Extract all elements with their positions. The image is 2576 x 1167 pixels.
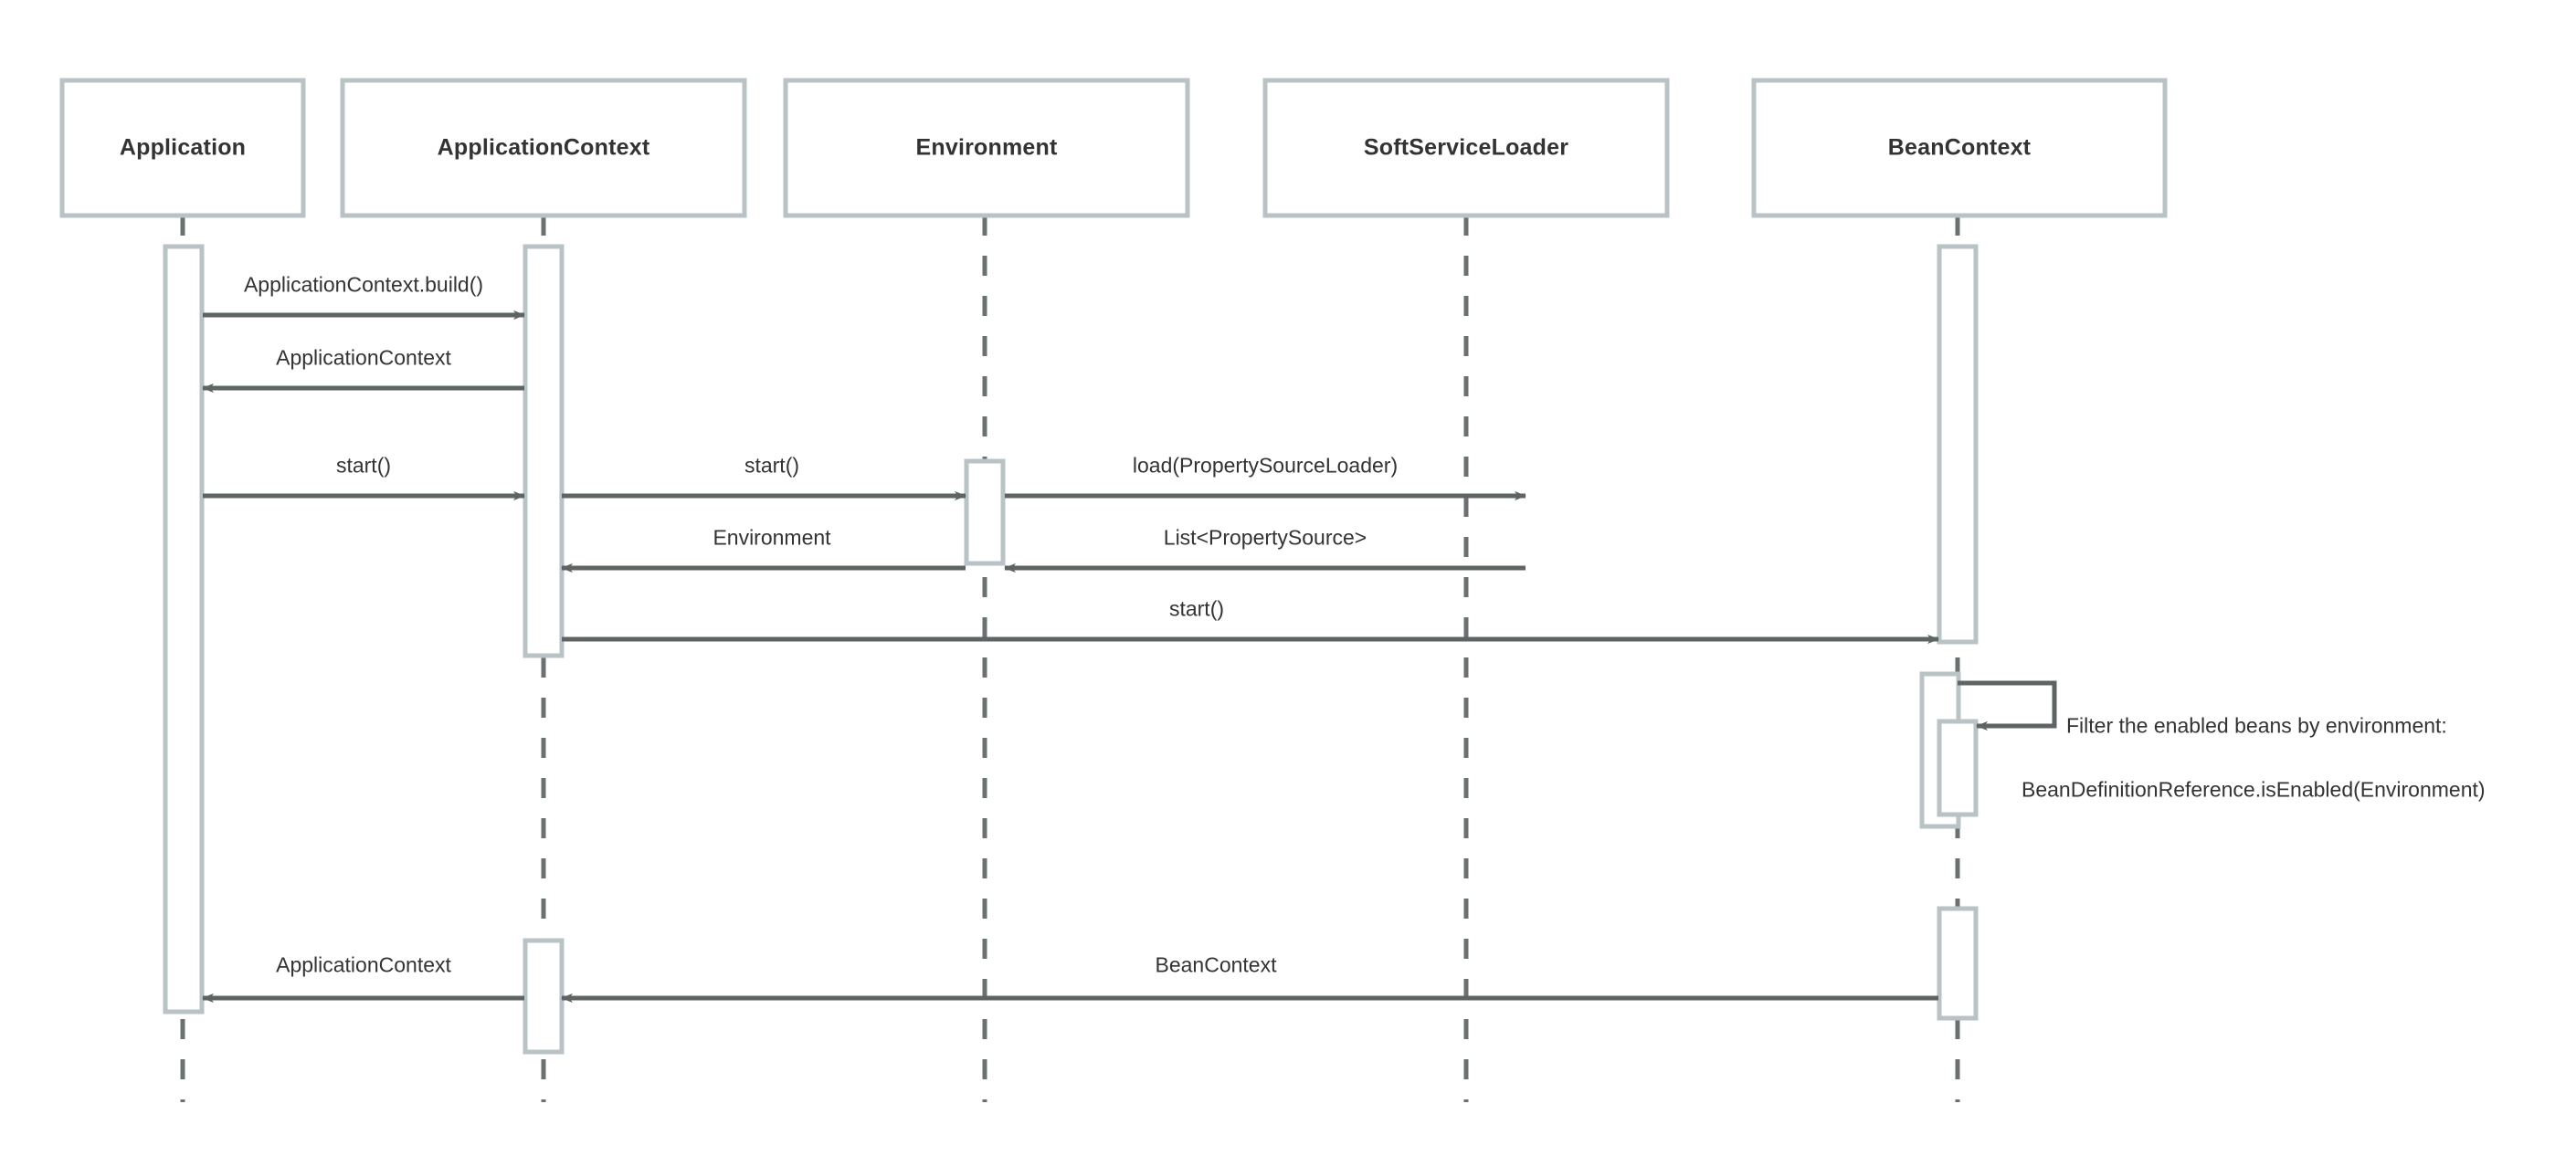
activation-bar bbox=[163, 244, 205, 1015]
message-label-m3: start() bbox=[335, 453, 392, 478]
message-label-m2: ApplicationContext bbox=[276, 345, 451, 370]
activation-bar bbox=[1937, 244, 1979, 645]
message-label-m5: load(PropertySourceLoader) bbox=[1132, 453, 1399, 478]
activation-bar bbox=[523, 244, 565, 658]
self-message-note-line: Filter the enabled beans by environment: bbox=[2066, 713, 2447, 738]
activation-bar bbox=[1937, 719, 1979, 817]
message-label-m9: ApplicationContext bbox=[276, 952, 451, 977]
activation-bar bbox=[1937, 906, 1979, 1021]
activation-bar bbox=[523, 938, 565, 1055]
participant-box-applicationcontext[interactable] bbox=[340, 78, 747, 218]
message-label-m10: BeanContext bbox=[1155, 952, 1277, 977]
participant-label-applicationcontext: ApplicationContext bbox=[437, 134, 650, 161]
activation-bar bbox=[964, 458, 1006, 566]
participant-box-application[interactable] bbox=[59, 78, 306, 218]
participant-label-beancontext: BeanContext bbox=[1887, 134, 2032, 161]
participant-box-beancontext[interactable] bbox=[1751, 78, 2168, 218]
participant-box-environment[interactable] bbox=[783, 78, 1190, 218]
participant-label-application: Application bbox=[119, 134, 247, 161]
self-message-arrow[interactable] bbox=[1958, 680, 2057, 731]
message-label-m8: start() bbox=[1168, 596, 1225, 621]
self-message-note-line: BeanDefinitionReference.isEnabled(Enviro… bbox=[2022, 777, 2486, 802]
activations-layer bbox=[163, 244, 1979, 1055]
participant-label-softserviceloader: SoftServiceLoader bbox=[1363, 134, 1569, 161]
messages-layer bbox=[202, 310, 2057, 1004]
message-label-m1: ApplicationContext.build() bbox=[243, 272, 484, 297]
message-label-m4: start() bbox=[744, 453, 800, 478]
message-label-m6: Environment bbox=[713, 525, 831, 550]
participant-label-environment: Environment bbox=[915, 134, 1058, 161]
participant-box-softserviceloader[interactable] bbox=[1262, 78, 1670, 218]
participant-boxes-layer bbox=[59, 78, 2168, 218]
message-label-m7: List<PropertySource> bbox=[1163, 525, 1367, 550]
